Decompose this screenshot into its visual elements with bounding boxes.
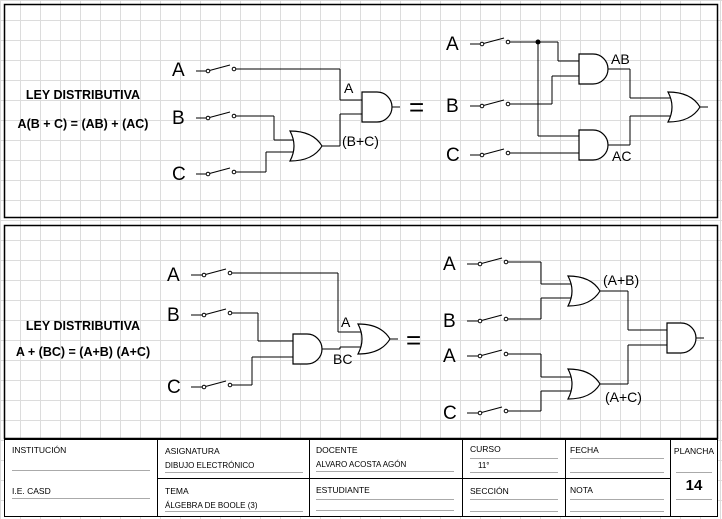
panel1-right-circuit: A B C AB AC: [446, 34, 708, 166]
institucion-label: INSTITUCIÓN: [12, 445, 67, 455]
p1-right-label-ab: AB: [611, 51, 630, 67]
panel2-right-circuit: A B A C (A+B) (A+C): [443, 254, 704, 424]
and-gate-icon: [292, 333, 323, 365]
switch-icon: [201, 268, 233, 278]
p2-expression: A + (BC) = (A+B) (A+C): [15, 345, 151, 359]
p2-right-input-b: B: [443, 311, 456, 332]
curso-value: 11°: [478, 461, 490, 470]
and-gate-icon: [666, 322, 697, 354]
p1-left-label-a: A: [344, 80, 354, 96]
p2-left-label-bc: BC: [333, 351, 352, 367]
p1-right-input-b: B: [446, 96, 459, 117]
switch-icon: [205, 111, 237, 121]
panel1-left-circuit: A B C A (B+C): [172, 60, 400, 185]
p2-right-label-ac: (A+C): [605, 389, 642, 405]
tema-label: TEMA: [165, 486, 189, 496]
p1-title: LEY DISTRIBUTIVA: [25, 88, 141, 102]
switch-icon: [205, 167, 237, 177]
title-block: INSTITUCIÓN I.E. CASD ASIGNATURA DIBUJO …: [4, 439, 718, 517]
or-gate-icon: [357, 323, 391, 355]
p2-right-input-a2: A: [443, 346, 456, 367]
docente-label: DOCENTE: [316, 445, 358, 455]
p1-left-label-bc: (B+C): [342, 133, 379, 149]
tema-value: ÁLGEBRA DE BOOLE (3): [165, 501, 258, 510]
switch-icon: [201, 308, 233, 318]
p2-left-label-a: A: [341, 314, 351, 330]
p1-right-input-c: C: [446, 145, 460, 166]
switch-icon: [479, 148, 511, 158]
p2-right-input-c: C: [443, 403, 457, 424]
switch-icon: [477, 349, 509, 359]
and-gate-icon: [578, 129, 609, 161]
nota-label: NOTA: [570, 485, 593, 495]
switch-icon: [201, 380, 233, 390]
p2-left-input-c: C: [167, 377, 181, 398]
p1-expression: A(B + C) = (AB) + (AC): [17, 117, 149, 131]
asignatura-label: ASIGNATURA: [165, 446, 220, 456]
panel2-frame: [3, 224, 719, 440]
switch-icon: [205, 64, 237, 74]
switch-icon: [477, 406, 509, 416]
p2-title: LEY DISTRIBUTIVA: [25, 319, 141, 333]
switch-icon: [479, 99, 511, 109]
p1-left-input-c: C: [172, 164, 186, 185]
plancha-number: 14: [685, 477, 703, 494]
asignatura-value: DIBUJO ELECTRÓNICO: [165, 461, 255, 470]
fecha-label: FECHA: [570, 445, 599, 455]
p2-right-label-ab: (A+B): [603, 272, 639, 288]
switch-icon: [479, 37, 511, 47]
panel1-frame: [3, 3, 719, 219]
switch-icon: [477, 257, 509, 267]
or-gate-icon: [567, 368, 601, 400]
p2-left-input-a: A: [167, 265, 180, 286]
p1-equals-sign: =: [409, 92, 424, 122]
estudiante-label: ESTUDIANTE: [316, 485, 370, 495]
p1-right-label-ac: AC: [612, 148, 631, 164]
or-gate-icon: [567, 275, 601, 307]
plancha-label: PLANCHA: [673, 446, 715, 456]
p2-equals-sign: =: [406, 325, 421, 355]
and-gate-icon: [578, 53, 609, 85]
switch-icon: [477, 314, 509, 324]
or-gate-icon: [667, 91, 701, 123]
seccion-label: SECCIÓN: [470, 486, 509, 496]
curso-label: CURSO: [470, 444, 501, 454]
p1-left-input-a: A: [172, 60, 185, 81]
p1-right-input-a: A: [446, 34, 459, 55]
p2-right-input-a1: A: [443, 254, 456, 275]
p1-left-input-b: B: [172, 108, 185, 129]
p2-left-input-b: B: [167, 305, 180, 326]
docente-value: ALVARO ACOSTA AGÓN: [316, 460, 407, 469]
or-gate-icon: [289, 130, 323, 162]
institucion-value: I.E. CASD: [12, 486, 51, 496]
panel2-left-circuit: A B C A BC: [167, 265, 398, 398]
and-gate-icon: [361, 91, 393, 123]
